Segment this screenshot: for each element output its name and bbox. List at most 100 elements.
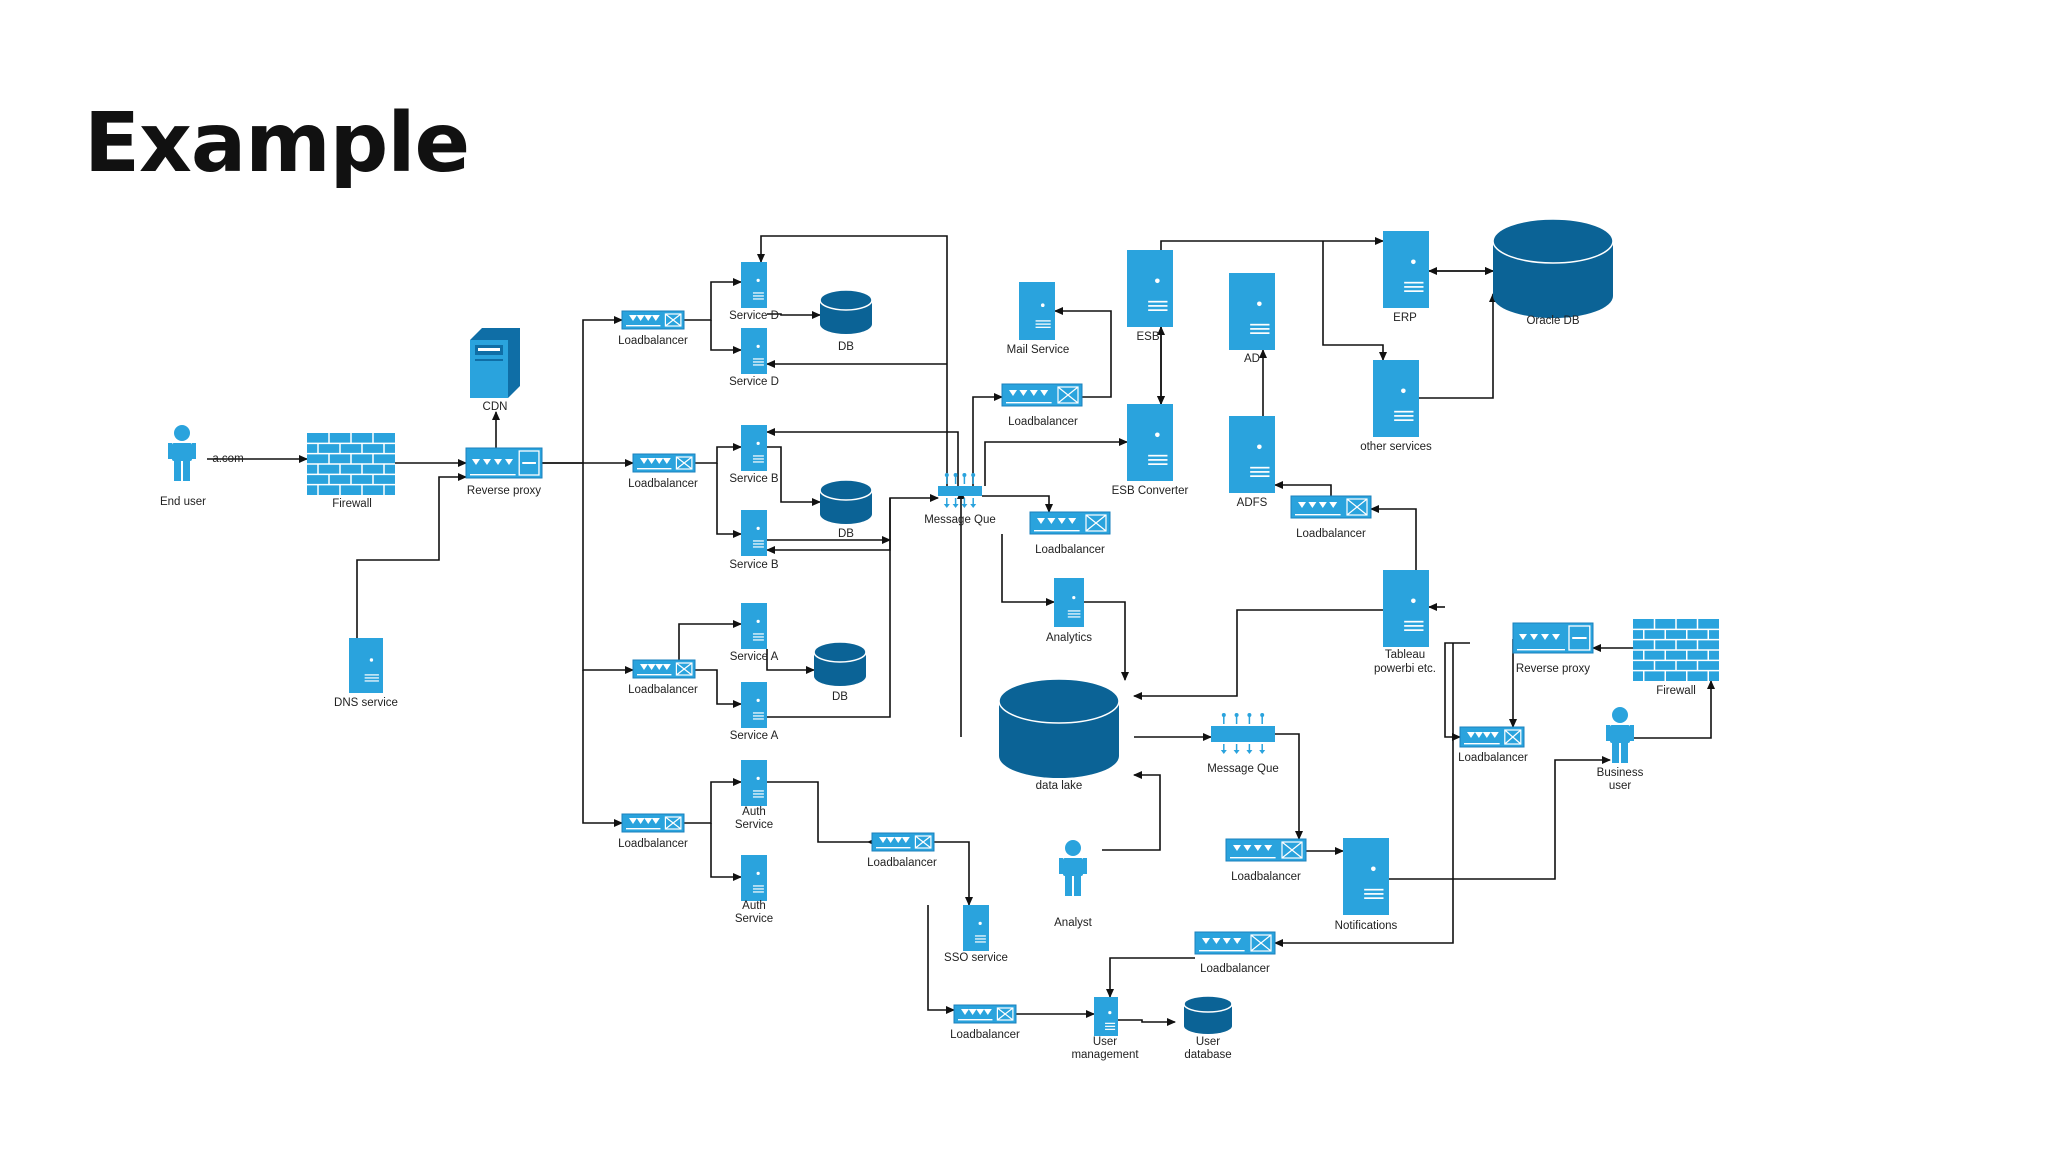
lb-adfs-loadbalancer-icon xyxy=(1290,495,1372,519)
reverse-proxy-left-reverse-proxy-icon xyxy=(465,447,543,479)
analyst-person-icon xyxy=(1059,840,1087,896)
dl-lg: data lake xyxy=(1036,780,1083,792)
mail-service-label: Mail Service xyxy=(1007,344,1070,356)
auth2-server-icon xyxy=(741,855,767,901)
sa1-lg: Service A xyxy=(730,651,779,663)
edge-mq-sb1 xyxy=(766,428,959,486)
other-lg: other services xyxy=(1360,441,1432,453)
service-d1-server-icon xyxy=(741,262,767,308)
cdn-label-group: CDN xyxy=(483,401,508,413)
end-user-label: End user xyxy=(160,496,206,508)
lb-d-lg: Loadbalancer xyxy=(618,335,688,347)
lb-d-label: Loadbalancer xyxy=(618,335,688,347)
edge-mq-lban xyxy=(982,495,1053,513)
business-user-label: Business xyxy=(1597,767,1644,779)
edge-lbr-lbum xyxy=(1274,643,1454,947)
mq-top-label: Message Que xyxy=(924,514,996,526)
edge-tableau-dl xyxy=(1133,609,1383,700)
lb-analytics-label: Loadbalancer xyxy=(1035,544,1105,556)
lb-adfs-label: Loadbalancer xyxy=(1296,528,1366,540)
lb-analytics-loadbalancer-icon xyxy=(1029,511,1111,535)
mail-service-server-icon xyxy=(1019,282,1055,340)
edge-dns-rproxy xyxy=(356,473,467,638)
sso-service-server-icon xyxy=(963,905,989,951)
esb-lg: ESB xyxy=(1136,331,1159,343)
service-b1-server-icon xyxy=(741,425,767,471)
auth1-label: Service xyxy=(735,819,773,831)
analytics-label: Analytics xyxy=(1046,632,1092,644)
lb-mail-loadbalancer-icon xyxy=(1001,383,1083,407)
analytics-server-icon xyxy=(1054,578,1084,627)
auth1-server-icon xyxy=(741,760,767,806)
edge-sd1-db xyxy=(767,311,821,319)
edge-rproxy-lbauth xyxy=(582,670,623,827)
db-a-label: DB xyxy=(832,691,848,703)
notif-lg: Notifications xyxy=(1335,920,1398,932)
adfs-lg: ADFS xyxy=(1237,497,1268,509)
dba-lg: DB xyxy=(832,691,848,703)
ad-label: AD xyxy=(1244,353,1260,365)
page-title: Example xyxy=(84,96,470,191)
lb-auth-label: Loadbalancer xyxy=(618,838,688,850)
connections: a.com xyxy=(207,235,1715,1026)
rp-left-label-group: Reverse proxy xyxy=(467,485,541,497)
lb-auth-loadbalancer-icon xyxy=(621,813,685,833)
lb-notif-label: Loadbalancer xyxy=(1231,871,1301,883)
lb-a-lg: Loadbalancer xyxy=(628,684,698,696)
service-d1-label: Service D xyxy=(729,310,779,322)
edge-mq-esbc xyxy=(984,438,1128,486)
ad-lg: AD xyxy=(1244,353,1260,365)
lbn-lg: Loadbalancer xyxy=(1231,871,1301,883)
edge-auth-lbsso xyxy=(767,781,876,846)
service-b2-label: Service B xyxy=(729,559,779,571)
user-management-label: User xyxy=(1093,1036,1117,1048)
firewall-right-label: Firewall xyxy=(1656,685,1696,697)
lban-lg: Loadbalancer xyxy=(1035,544,1105,556)
esb-server-icon xyxy=(1127,250,1173,327)
end-user-label-group: End user xyxy=(160,496,206,508)
lb-sso-loadbalancer-icon xyxy=(871,832,935,852)
mqt-lg: Message Que xyxy=(924,514,996,526)
lb-a-label: Loadbalancer xyxy=(628,684,698,696)
lb-notif-loadbalancer-icon xyxy=(1225,838,1307,862)
esbc-lg: ESB Converter xyxy=(1112,485,1189,497)
edge-notif-bu xyxy=(1389,756,1611,880)
lb-b-lg: Loadbalancer xyxy=(628,478,698,490)
mq-bottom-queue-icon xyxy=(1211,713,1275,754)
oracle-db-database-icon xyxy=(1492,218,1614,318)
lb-sso-label: Loadbalancer xyxy=(867,857,937,869)
dns-service-label: DNS service xyxy=(334,697,398,709)
service-d2-server-icon xyxy=(741,328,767,374)
auth2-label: Auth xyxy=(742,900,766,912)
sa2-lg: Service A xyxy=(730,730,779,742)
firewall-right-firewall-icon xyxy=(1633,619,1719,681)
edge-lbum-um2 xyxy=(1106,957,1195,998)
lbumi-lg: Loadbalancer xyxy=(950,1029,1020,1041)
mq-top-queue-icon xyxy=(938,473,982,508)
end-user-person-icon xyxy=(168,425,196,481)
edge-esb-other xyxy=(1322,241,1387,361)
sso-service-label: SSO service xyxy=(944,952,1008,964)
adfs-server-icon xyxy=(1229,416,1275,493)
reverse-proxy-right-reverse-proxy-icon xyxy=(1512,622,1594,654)
sd2-lg: Service D xyxy=(729,376,779,388)
lb-um-in-label: Loadbalancer xyxy=(950,1029,1020,1041)
ora-lg: Oracle DB xyxy=(1526,315,1579,327)
erp-server-icon xyxy=(1383,231,1429,308)
cdn-cdn-icon xyxy=(470,328,520,398)
ad-server-icon xyxy=(1229,273,1275,350)
edge-lbb-sb2 xyxy=(716,463,742,538)
edge-mq-loop-top xyxy=(757,235,948,486)
lb-um-in-loadbalancer-icon xyxy=(953,1004,1017,1024)
firewall-left-firewall-icon xyxy=(307,433,395,495)
user-management-server-icon xyxy=(1094,997,1118,1036)
user-database-database-icon xyxy=(1183,995,1233,1034)
dbb-lg: DB xyxy=(838,528,854,540)
an-lg: Analytics xyxy=(1046,632,1092,644)
edge-rproxy-lba xyxy=(582,463,634,674)
db-a-database-icon xyxy=(813,641,867,686)
